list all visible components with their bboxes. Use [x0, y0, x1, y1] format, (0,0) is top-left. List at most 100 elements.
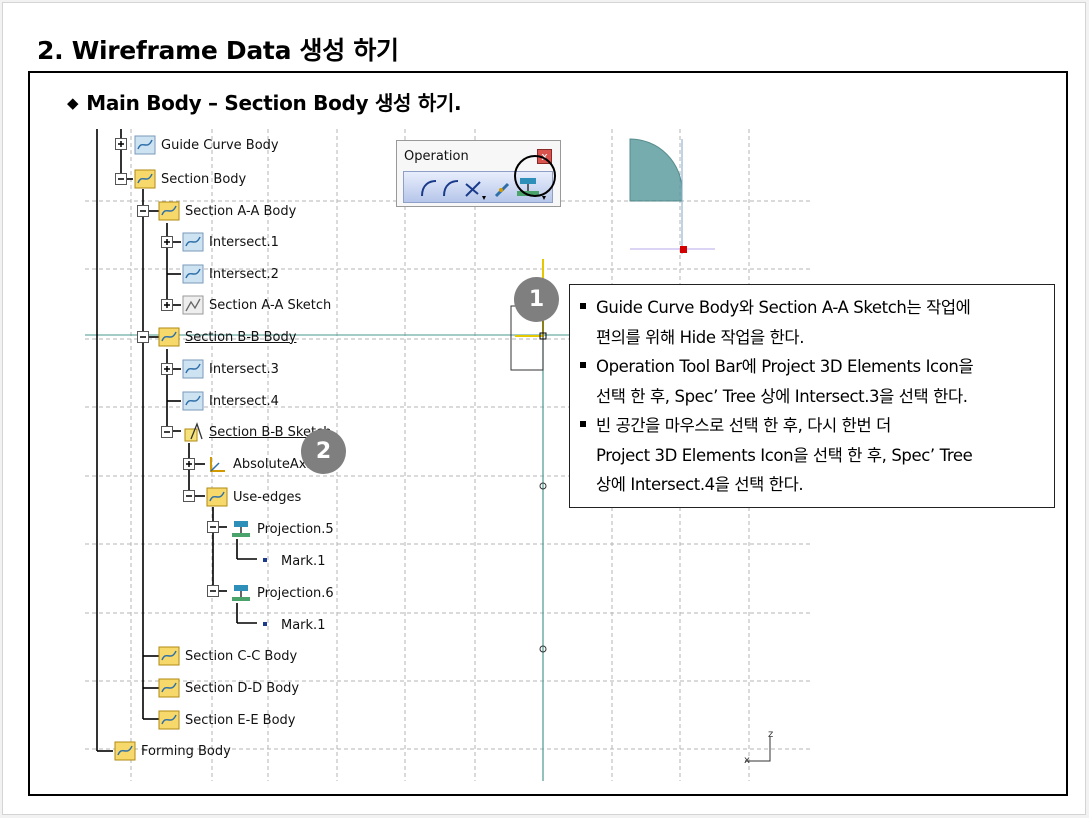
tree-item-section-d-d-body[interactable]: Section D-D Body	[157, 676, 299, 700]
sketch-icon	[181, 421, 205, 443]
tree-item-section-a-a-sketch[interactable]: Section A-A Sketch	[181, 293, 331, 317]
point-mark-icon	[253, 550, 277, 572]
subtitle-text: Main Body – Section Body 생성 하기.	[86, 91, 462, 115]
tree-item-intersect-4[interactable]: Intersect.4	[181, 389, 279, 413]
axis-icon	[205, 453, 229, 475]
callout-line: Guide Curve Body와 Section A-A Sketch는 작업…	[580, 293, 1044, 323]
square-bullet-icon	[580, 362, 586, 368]
tree-item-label: Intersect.4	[209, 393, 279, 409]
expand-icon[interactable]	[161, 236, 173, 248]
callout-line: 상에 Intersect.4을 선택 한다.	[596, 475, 804, 494]
tree-item-label: Intersect.3	[209, 361, 279, 377]
tree-item-section-e-e-body[interactable]: Section E-E Body	[157, 708, 296, 732]
callout-line: Project 3D Elements Icon을 선택 한 후, Spec’ …	[596, 445, 973, 465]
content-frame: ◆ Main Body – Section Body 생성 하기.	[28, 71, 1068, 796]
tree-connectors	[96, 129, 257, 752]
tree-item-forming-body[interactable]: Forming Body	[113, 739, 231, 763]
intersect-icon	[181, 263, 205, 285]
tree-item-label: Intersect.1	[209, 234, 279, 250]
collapse-icon[interactable]	[115, 173, 127, 185]
axis-triad	[745, 737, 771, 762]
square-bullet-icon	[580, 303, 586, 309]
tree-item-label: Section D-D Body	[185, 680, 300, 696]
curve-tool-icon	[421, 180, 437, 197]
tree-item-intersect-1[interactable]: Intersect.1	[181, 230, 279, 254]
callout-line: 편의를 위해 Hide 작업을 한다.	[596, 327, 805, 347]
sketch-icon	[181, 294, 205, 316]
step-badge-1: 1	[514, 277, 559, 322]
body-icon	[157, 677, 181, 699]
slide-subtitle: ◆ Main Body – Section Body 생성 하기.	[67, 87, 462, 116]
collapse-icon[interactable]	[161, 426, 173, 438]
body-icon	[157, 645, 181, 667]
intersect-icon	[181, 231, 205, 253]
tree-item-guide-curve-body[interactable]: Guide Curve Body	[133, 133, 279, 157]
body-icon	[133, 168, 157, 190]
collapse-icon[interactable]	[183, 490, 195, 502]
tree-item-label: AbsoluteAxis	[233, 456, 317, 472]
diamond-bullet-icon: ◆	[67, 94, 79, 112]
square-bullet-icon	[580, 421, 586, 427]
collapse-icon[interactable]	[207, 521, 219, 533]
slide-title: 2. Wireframe Data 생성 하기	[37, 36, 399, 65]
tree-item-label: Intersect.2	[209, 266, 279, 282]
callout-line: 선택 한 후, Spec’ Tree 상에 Intersect.3을 선택 한다…	[596, 386, 968, 406]
tree-item-mark-1-b[interactable]: Mark.1	[253, 613, 325, 637]
tree-item-section-c-c-body[interactable]: Section C-C Body	[157, 644, 297, 668]
viewport-grid	[85, 129, 812, 781]
axis-x-label: x	[744, 755, 750, 766]
tree-item-label: Mark.1	[281, 617, 326, 633]
tree-item-label: Guide Curve Body	[161, 137, 279, 153]
tree-item-projection-6[interactable]: Projection.6	[229, 581, 334, 605]
expand-icon[interactable]	[161, 363, 173, 375]
tree-item-label: Projection.5	[257, 521, 334, 537]
tree-item-label: Section B-B Body	[185, 329, 297, 345]
curve-tool-icon	[443, 180, 459, 197]
intersect-icon	[181, 358, 205, 380]
tree-item-label: Projection.6	[257, 585, 334, 601]
expand-icon[interactable]	[183, 458, 195, 470]
tree-item-intersect-2[interactable]: Intersect.2	[181, 262, 279, 286]
callout-line: 빈 공간을 마우스로 선택 한 후, 다시 한번 더	[580, 411, 1044, 441]
tree-item-absolute-axis[interactable]: AbsoluteAxis	[205, 452, 317, 476]
expand-icon[interactable]	[115, 138, 127, 150]
tree-item-mark-1-a[interactable]: Mark.1	[253, 549, 325, 573]
tree-item-section-a-a-body[interactable]: Section A-A Body	[157, 199, 296, 223]
tree-item-label: Section A-A Sketch	[209, 297, 332, 313]
tree-item-label: Use-edges	[233, 489, 302, 505]
tree-item-label: Mark.1	[281, 553, 326, 569]
collapse-icon[interactable]	[137, 331, 149, 343]
body-icon	[133, 134, 157, 156]
body-icon	[157, 326, 181, 348]
tree-item-label: Section Body	[161, 171, 247, 187]
tree-item-section-b-b-sketch[interactable]: Section B-B Sketch	[181, 420, 331, 444]
collapse-icon[interactable]	[137, 205, 149, 217]
tree-item-label: Section E-E Body	[185, 712, 296, 728]
axis-z-label: z	[768, 729, 774, 740]
tree-item-projection-5[interactable]: Projection.5	[229, 517, 334, 541]
offset-tool-icon	[494, 182, 510, 198]
body-icon	[113, 740, 137, 762]
tree-item-label: Section C-C Body	[185, 648, 298, 664]
tree-item-section-body[interactable]: Section Body	[133, 167, 246, 191]
projection-icon	[229, 582, 253, 604]
use-edges-icon	[205, 486, 229, 508]
collapse-icon[interactable]	[207, 585, 219, 597]
instruction-callout: Guide Curve Body와 Section A-A Sketch는 작업…	[569, 284, 1055, 508]
point-mark-icon	[253, 614, 277, 636]
step-badge-2: 2	[301, 429, 346, 474]
tree-item-label: Section A-A Body	[185, 203, 297, 219]
projection-icon	[229, 518, 253, 540]
body-icon	[157, 709, 181, 731]
tree-item-intersect-3[interactable]: Intersect.3	[181, 357, 279, 381]
tree-item-label: Section B-B Sketch	[209, 424, 332, 440]
body-icon	[157, 200, 181, 222]
callout-line: Operation Tool Bar에 Project 3D Elements …	[580, 352, 1044, 382]
tree-item-use-edges[interactable]: Use-edges	[205, 485, 301, 509]
highlight-ring	[514, 155, 556, 197]
intersect-icon	[181, 390, 205, 412]
expand-icon[interactable]	[161, 299, 173, 311]
tree-item-section-b-b-body[interactable]: Section B-B Body	[157, 325, 296, 349]
tree-item-label: Forming Body	[141, 743, 231, 759]
